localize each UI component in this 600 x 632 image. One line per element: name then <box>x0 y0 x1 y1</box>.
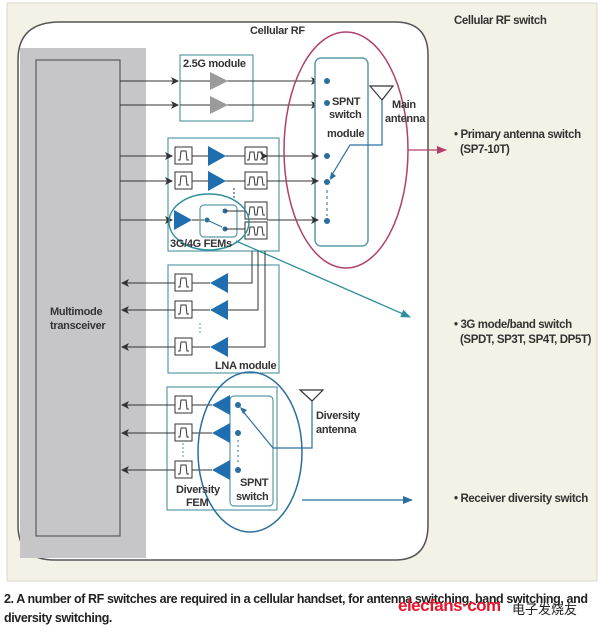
callout-primary-line-1: Primary antenna switch <box>460 129 581 141</box>
transceiver-label-1: Multimode <box>50 306 103 318</box>
main-antenna-icon <box>368 85 395 101</box>
inner-title: Cellular RF <box>250 25 305 37</box>
multimode-transceiver-box <box>35 59 121 537</box>
diversity-fem-label-1: Diversity <box>176 484 220 496</box>
callout-diversity-bullet: • <box>454 493 458 505</box>
transceiver-label-2: transceiver <box>50 320 106 332</box>
lna-amp-1 <box>210 273 228 293</box>
callout-diversity-line-1: Receiver diversity switch <box>460 493 588 505</box>
watermark-brand: elecfans·com <box>398 596 501 616</box>
ffem-label: 3G/4G FEMs <box>170 238 232 250</box>
callout-3g-bullet: • <box>454 319 458 331</box>
main-antenna-label-2: antenna <box>385 113 426 125</box>
div-amp-1 <box>212 395 230 415</box>
watermark-dot: · <box>462 596 468 615</box>
watermark-cn: 电子发烧友 <box>512 603 578 618</box>
module-2-5g-label: 2.5G module <box>183 58 246 70</box>
spnt-switch-label-2: switch <box>236 491 269 503</box>
diversity-fem-label-2: FEM <box>186 497 209 509</box>
callout-diversity: • Receiver diversity switch <box>454 492 588 507</box>
amp-2-5g-2 <box>210 96 228 114</box>
figure-caption: 2. A number of RF switches are required … <box>4 592 588 625</box>
lna-amp-3 <box>210 337 228 357</box>
callout-primary-bullet: • <box>454 129 458 141</box>
spnt-switch-module-box <box>314 57 369 247</box>
callout-3g-line-2: (SPDT, SP3T, SP4T, DP5T) <box>460 334 591 346</box>
watermark-suffix: com <box>467 596 501 615</box>
lna-module-label: LNA module <box>215 360 277 372</box>
diversity-antenna-label-2: antenna <box>316 424 357 436</box>
ffem-internal-switch <box>199 204 238 238</box>
spnt-switch-label-1: SPNT <box>240 477 269 489</box>
spnt-module-label-2: switch <box>329 109 362 121</box>
diversity-antenna-label-1: Diversity <box>316 410 360 422</box>
watermark-brand-name: elecfans <box>398 596 463 615</box>
div-amp-2 <box>212 423 230 443</box>
ffem-amp-2 <box>208 171 226 191</box>
outer-title: Cellular RF switch <box>454 15 547 27</box>
ffem-amp-3 <box>174 210 192 230</box>
ffem-amp-1 <box>208 146 226 166</box>
callout-primary-line-2: (SP7-10T) <box>460 144 510 156</box>
diversity-switch-highlight <box>197 371 303 533</box>
callout-3g-band: • 3G mode/band switch (SPDT, SP3T, SP4T,… <box>454 318 591 348</box>
lna-amp-2 <box>210 300 228 320</box>
main-antenna-label-1: Main <box>392 99 416 111</box>
div-amp-3 <box>212 460 230 480</box>
callout-3g-line-1: 3G mode/band switch <box>460 319 572 331</box>
callout-primary: • Primary antenna switch (SP7-10T) <box>454 128 581 158</box>
amp-2-5g-1 <box>210 72 228 90</box>
spnt-module-label-3: module <box>327 128 365 140</box>
diversity-spnt-switch-box <box>229 395 274 507</box>
diversity-antenna-icon <box>298 389 325 402</box>
spnt-module-label-1: SPNT <box>332 96 361 108</box>
ffem-switch-highlight <box>168 193 250 251</box>
